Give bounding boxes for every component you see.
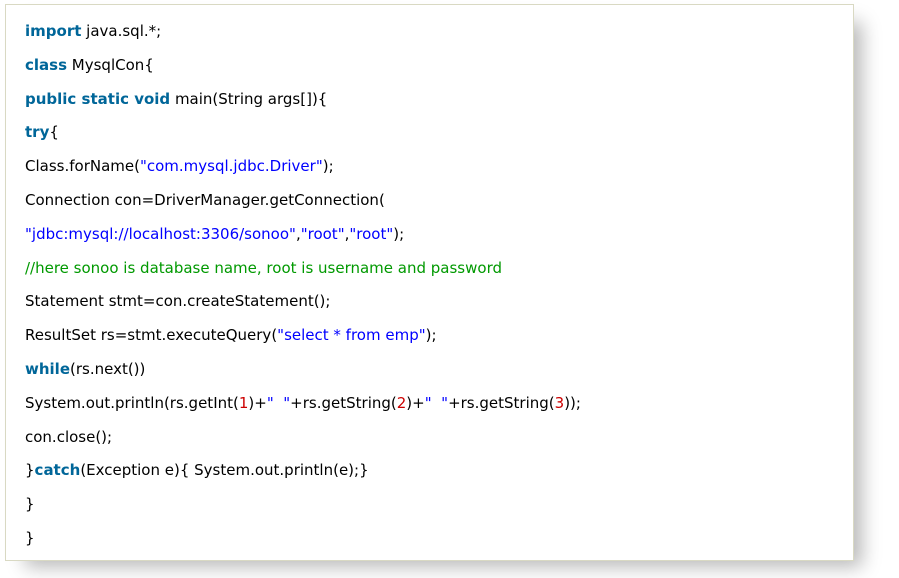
code-token-plain: ); — [322, 157, 334, 176]
code-token-string: "jdbc:mysql://localhost:3306/sonoo" — [25, 224, 296, 243]
code-token-string: "select * from emp" — [277, 326, 426, 345]
code-token-keyword: import — [25, 22, 82, 40]
code-token-plain: } — [25, 528, 35, 547]
code-token-plain: +rs.getString( — [448, 393, 555, 412]
code-line: while(rs.next()) — [25, 353, 845, 387]
code-token-plain: Connection con=DriverManager.getConnecti… — [25, 190, 385, 209]
code-token-string: " " — [424, 393, 449, 412]
code-token-plain: } — [25, 495, 35, 514]
code-line: Statement stmt=con.createStatement(); — [25, 285, 845, 319]
code-token-plain: { — [49, 123, 59, 142]
code-token-plain: ); — [393, 224, 405, 243]
code-token-plain: java.sql.*; — [81, 22, 162, 40]
code-line: }catch(Exception e){ System.out.println(… — [25, 454, 845, 488]
code-line: System.out.println(rs.getInt(1)+" "+rs.g… — [25, 387, 845, 421]
code-line: class MysqlCon{ — [25, 49, 845, 83]
code-token-number: 2 — [396, 393, 407, 412]
code-token-plain: )+ — [406, 393, 425, 412]
code-token-plain: , — [344, 224, 350, 243]
code-line: try{ — [25, 116, 845, 150]
code-token-string: "com.mysql.jdbc.Driver" — [139, 157, 323, 176]
code-token-string: " " — [266, 393, 291, 412]
code-token-string: "root" — [300, 224, 345, 243]
code-line: Class.forName("com.mysql.jdbc.Driver"); — [25, 150, 845, 184]
code-block: import java.sql.*;class MysqlCon{public … — [5, 4, 854, 561]
code-line: } — [25, 522, 845, 556]
code-token-plain: )+ — [248, 393, 267, 412]
code-token-number: 1 — [238, 393, 249, 412]
code-token-plain: +rs.getString( — [290, 393, 397, 412]
code-token-plain: Class.forName( — [25, 157, 140, 176]
code-token-keyword: class — [25, 55, 68, 74]
code-token-plain: (rs.next()) — [70, 359, 146, 378]
code-token-keyword: public static void — [25, 89, 171, 108]
code-token-plain: ResultSet rs=stmt.executeQuery( — [25, 326, 278, 345]
code-token-plain: System.out.println(rs.getInt( — [25, 393, 239, 412]
code-token-plain: Statement stmt=con.createStatement(); — [25, 292, 331, 311]
code-line: } — [25, 488, 845, 522]
code-line: con.close(); — [25, 421, 845, 455]
code-token-number: 3 — [554, 393, 565, 412]
code-line: "jdbc:mysql://localhost:3306/sonoo","roo… — [25, 218, 845, 252]
code-token-keyword: try — [25, 123, 50, 142]
code-token-string: "root" — [349, 224, 394, 243]
code-line: ResultSet rs=stmt.executeQuery("select *… — [25, 319, 845, 353]
code-token-comment: //here sonoo is database name, root is u… — [25, 258, 502, 277]
code-line: import java.sql.*; — [25, 15, 845, 49]
code-line: //here sonoo is database name, root is u… — [25, 252, 845, 286]
code-token-plain: )); — [564, 393, 581, 412]
code-token-keyword: while — [25, 359, 70, 378]
code-line: public static void main(String args[]){ — [25, 83, 845, 117]
code-token-plain: } — [25, 461, 35, 480]
code-token-plain: ); — [425, 326, 437, 345]
code-token-keyword: catch — [34, 461, 81, 480]
code-token-plain: (Exception e){ System.out.println(e);} — [80, 461, 369, 480]
code-line: Connection con=DriverManager.getConnecti… — [25, 184, 845, 218]
code-token-plain: con.close(); — [25, 427, 113, 446]
code-token-plain: MysqlCon{ — [67, 55, 154, 74]
code-token-plain: , — [295, 224, 301, 243]
code-token-plain: main(String args[]){ — [170, 89, 328, 108]
